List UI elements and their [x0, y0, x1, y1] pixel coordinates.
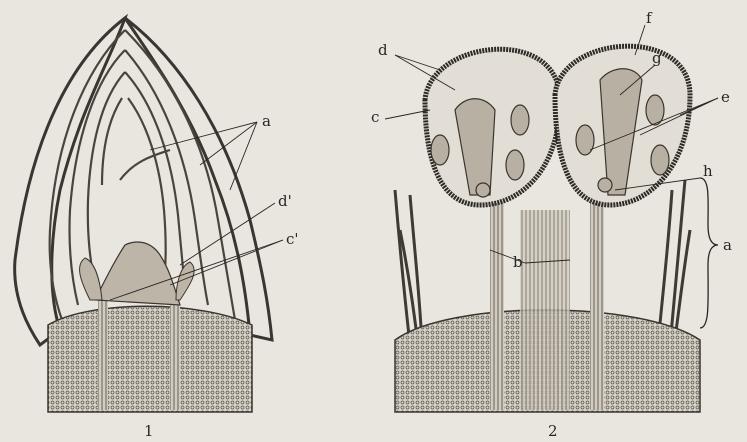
label-h: h	[703, 162, 713, 180]
label-c-prime: c'	[286, 230, 299, 248]
figure-1	[15, 18, 283, 412]
label-a-fig1: a	[262, 112, 271, 130]
figure-number-1: 1	[144, 422, 154, 440]
label-c: c	[371, 108, 379, 126]
figure-number-2: 2	[548, 422, 558, 440]
label-g: g	[652, 49, 662, 67]
label-e: e	[721, 88, 730, 106]
label-f: f	[646, 9, 653, 27]
figure-2	[385, 25, 718, 412]
label-b: b	[513, 253, 523, 271]
label-d-prime: d'	[278, 192, 292, 210]
label-a-fig2: a	[723, 236, 732, 254]
label-d: d	[378, 41, 388, 59]
